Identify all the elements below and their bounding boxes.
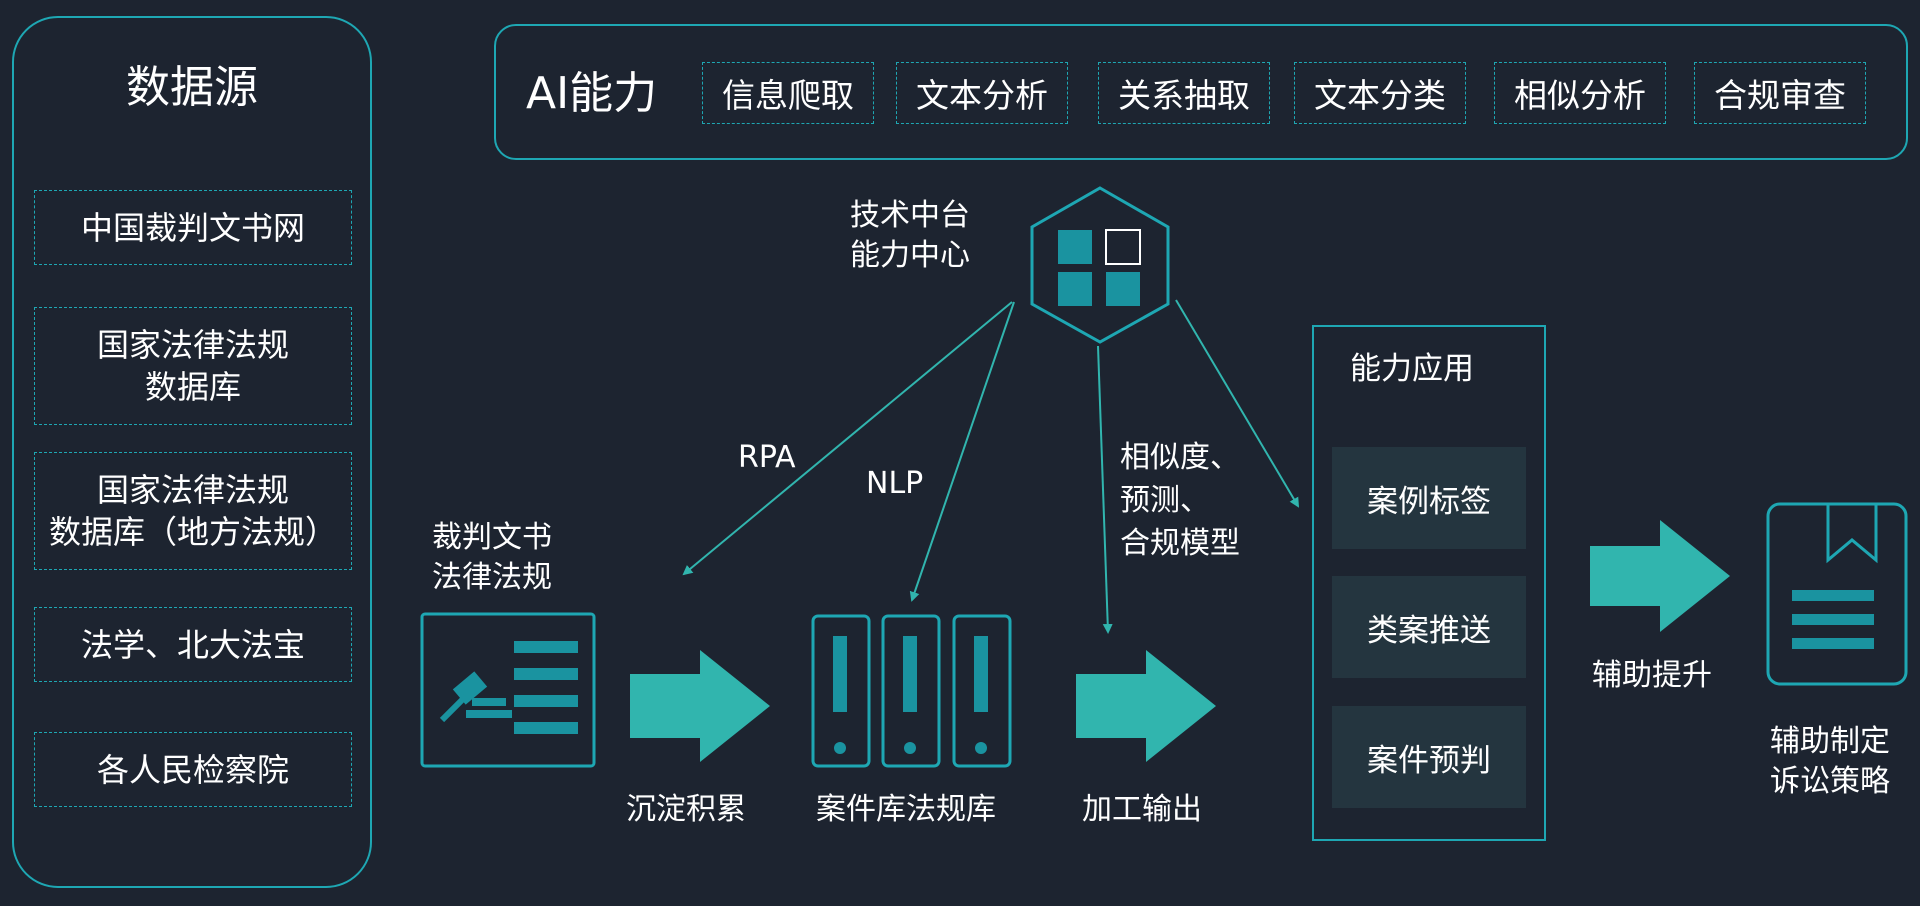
source-box-local-laws: 国家法律法规 数据库（地方法规） <box>34 452 352 570</box>
strategy-line: 辅助制定 <box>1770 724 1890 759</box>
strategy-line: 诉讼策略 <box>1770 764 1890 799</box>
docs-line: 法律法规 <box>432 560 552 595</box>
ai-capability-panel <box>494 24 1908 160</box>
source-label: 中国裁判文书网 <box>80 208 305 247</box>
ai-chip: 关系抽取 <box>1098 62 1270 124</box>
app-item-case-tags: 案例标签 <box>1332 447 1526 549</box>
tech-center-hexagon-icon <box>1030 186 1170 344</box>
source-label: 国家法律法规 <box>96 471 289 509</box>
source-label: 数据库（地方法规） <box>48 513 337 551</box>
ai-chip: 文本分类 <box>1294 62 1466 124</box>
model-label: 相似度、 预测、 合规模型 <box>1120 436 1240 565</box>
flow-arrows <box>630 520 1730 762</box>
improve-arrow <box>1590 520 1730 632</box>
source-label: 数据库 <box>144 368 241 406</box>
source-box-procuratorates: 各人民检察院 <box>34 732 352 807</box>
model-line: 合规模型 <box>1120 526 1240 561</box>
capability-application-title: 能力应用 <box>1350 351 1474 387</box>
output-label: 加工输出 <box>1082 792 1202 827</box>
ai-chip: 相似分析 <box>1494 62 1666 124</box>
nlp-label: NLP <box>866 466 924 501</box>
strategy-label: 辅助制定 诉讼策略 <box>1770 722 1890 802</box>
connector-arrows <box>682 299 1300 634</box>
source-label: 国家法律法规 <box>96 326 289 364</box>
model-line: 相似度、 <box>1120 440 1240 475</box>
source-label: 各人民检察院 <box>96 750 289 789</box>
gavel-document-icon <box>420 612 596 768</box>
app-item-similar-cases: 类案推送 <box>1332 576 1526 678</box>
docs-label: 裁判文书 法律法规 <box>432 518 552 598</box>
model-line: 预测、 <box>1120 483 1210 518</box>
case-library-servers-icon <box>811 614 1012 768</box>
library-label: 案件库法规库 <box>816 792 996 827</box>
docs-line: 裁判文书 <box>432 520 552 555</box>
ai-chip: 合规审查 <box>1694 62 1866 124</box>
tech-center-line: 能力中心 <box>850 238 970 273</box>
rpa-arrow <box>682 301 1013 576</box>
source-label: 法学、北大法宝 <box>80 625 305 664</box>
accumulate-label: 沉淀积累 <box>626 792 746 827</box>
app-item-case-prediction: 案件预判 <box>1332 706 1526 808</box>
ai-capability-title: AI能力 <box>526 68 658 119</box>
tech-center-label: 技术中台 能力中心 <box>850 196 970 276</box>
source-box-judgment-docs: 中国裁判文书网 <box>34 190 352 265</box>
source-box-national-laws: 国家法律法规 数据库 <box>34 307 352 425</box>
nlp-arrow <box>909 301 1015 602</box>
ai-chip: 文本分析 <box>896 62 1068 124</box>
capability-application-panel <box>1312 325 1546 841</box>
data-source-title: 数据源 <box>126 62 258 113</box>
tech-center-line: 技术中台 <box>850 198 970 233</box>
rpa-label: RPA <box>738 440 796 475</box>
accumulate-arrow <box>630 650 770 762</box>
improve-label: 辅助提升 <box>1592 658 1712 693</box>
data-source-panel <box>12 16 372 888</box>
app-arrow <box>1175 299 1300 508</box>
strategy-book-icon <box>1766 502 1908 686</box>
source-box-pkulaw: 法学、北大法宝 <box>34 607 352 682</box>
model-arrow <box>1097 345 1113 634</box>
output-arrow <box>1076 650 1216 762</box>
ai-chip: 信息爬取 <box>702 62 874 124</box>
